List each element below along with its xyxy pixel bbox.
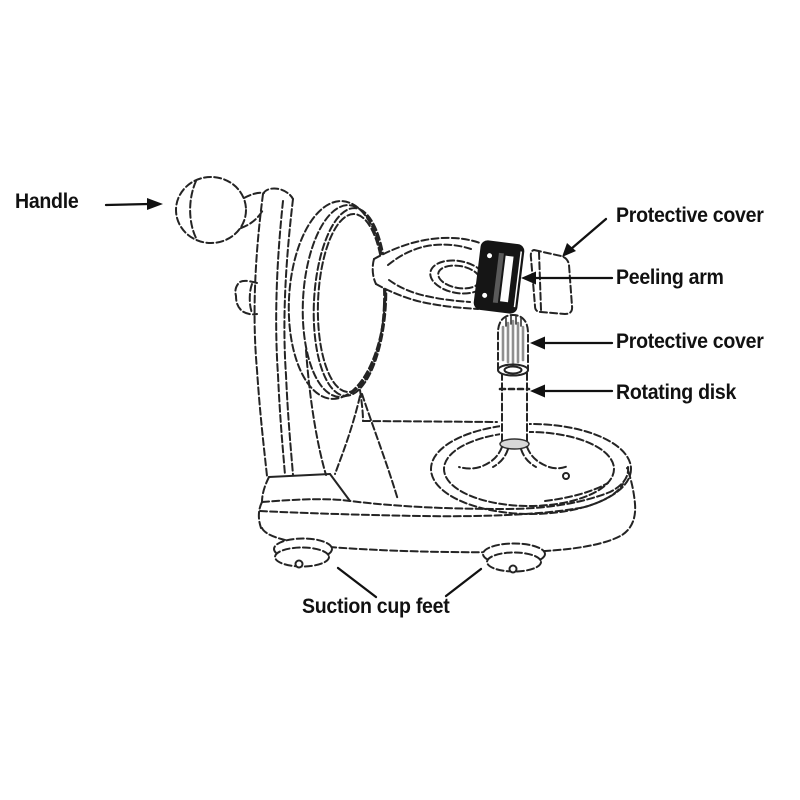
basin-inner-arc: [544, 482, 609, 502]
handle-label: Handle: [15, 190, 79, 213]
basin: [430, 423, 632, 515]
protective-cover-lower-part: [497, 314, 529, 377]
left-foot-nub: [294, 559, 304, 569]
handle-arrowhead: [147, 198, 163, 210]
handle-knob-inner-arc: [189, 180, 198, 241]
lower-cover-shading: [501, 319, 525, 365]
foot-left-flare: [261, 476, 270, 503]
basin-drain-hole: [562, 472, 570, 480]
rotating-disk-arrowhead: [530, 384, 545, 398]
shaft-mask: [500, 373, 529, 443]
body-curve-to-foot: [334, 395, 361, 475]
suction-leader-right: [444, 567, 483, 598]
foot-diagonal-edge: [329, 473, 351, 502]
body-front-sweep: [361, 393, 399, 501]
blade-screw-bottom: [482, 292, 488, 298]
blade-gray-bar: [492, 252, 504, 304]
body-curve-to-backedge: [359, 389, 364, 422]
suction-cup-feet-label: Suction cup feet: [302, 595, 450, 618]
blade-block: [473, 240, 525, 314]
handle-knob: [175, 176, 265, 244]
shaft-flare-right-inner: [520, 448, 537, 468]
peeling-arm-arrowhead: [521, 271, 536, 285]
body-left-edge: [253, 193, 268, 477]
blade-right-highlight: [513, 251, 523, 308]
base-left-edge: [257, 501, 263, 529]
top-cover-inner-line: [538, 251, 542, 311]
lower-cover-mouth-inner: [503, 365, 523, 375]
drive-shaft: [458, 372, 569, 470]
gear-wheel: [287, 200, 388, 400]
shaft-flare-right-curl: [548, 465, 569, 470]
shaft-flare-right: [526, 446, 550, 468]
wheel-front-face: [316, 213, 386, 393]
crank-strap-right-edge: [283, 198, 294, 476]
blade-screw-top: [487, 253, 493, 259]
arm-bottom-inner-line: [388, 279, 471, 303]
base-back-edge: [362, 420, 498, 423]
shaft-flare-left-curl: [458, 466, 481, 470]
handle-neck-bottom: [240, 209, 264, 229]
blade-slot: [500, 255, 514, 303]
base-top-rim: [261, 466, 630, 510]
suction-leader-left: [336, 566, 378, 599]
protective-cover-top-label: Protective cover: [616, 204, 764, 227]
crank-strap-top-cap: [262, 187, 294, 200]
arm-top-inner-line: [387, 243, 472, 266]
arm-stub-cap: [371, 258, 377, 285]
protective-cover-top-arrow-line: [569, 217, 608, 251]
arm-bottom-edge: [375, 283, 479, 310]
handle-neck-top: [243, 191, 265, 199]
side-knob-face-line: [248, 283, 253, 314]
wheel-rim-3: [312, 207, 388, 397]
rotating-disk-label: Rotating disk: [616, 381, 737, 404]
shaft-collar: [499, 438, 530, 450]
protective-cover-top-part: [529, 249, 574, 315]
callout-arrows: [104, 198, 614, 599]
protective-cover-lower-label: Protective cover: [616, 330, 764, 353]
right-foot-nub: [508, 564, 518, 574]
peeling-arm-part: [371, 236, 525, 314]
body-right-line: [305, 349, 327, 476]
side-knob: [234, 279, 258, 316]
suction-foot-right: [482, 542, 546, 574]
shaft-flare-left: [479, 446, 503, 468]
base-plate: [257, 420, 637, 554]
lower-cover-ticks: [505, 315, 522, 327]
shaft-flare-left-inner: [492, 448, 509, 468]
basin-outer-rim: [430, 423, 632, 515]
handle-arrow-line: [104, 202, 151, 207]
arm-top-edge: [373, 236, 481, 260]
suction-feet: [273, 537, 546, 574]
handle-knob-outline: [175, 176, 247, 244]
peeling-arm-label: Peeling arm: [616, 266, 724, 289]
crank-strap-mid-line: [275, 200, 286, 476]
top-cover-outline: [529, 249, 574, 315]
suction-foot-left: [273, 537, 333, 569]
wheel-rim-2: [301, 204, 387, 398]
foot-bottom-line: [268, 473, 331, 478]
protective-cover-top-arrowhead: [562, 243, 576, 257]
protective-cover-lower-arrowhead: [530, 336, 545, 350]
machine-body: [234, 187, 399, 501]
